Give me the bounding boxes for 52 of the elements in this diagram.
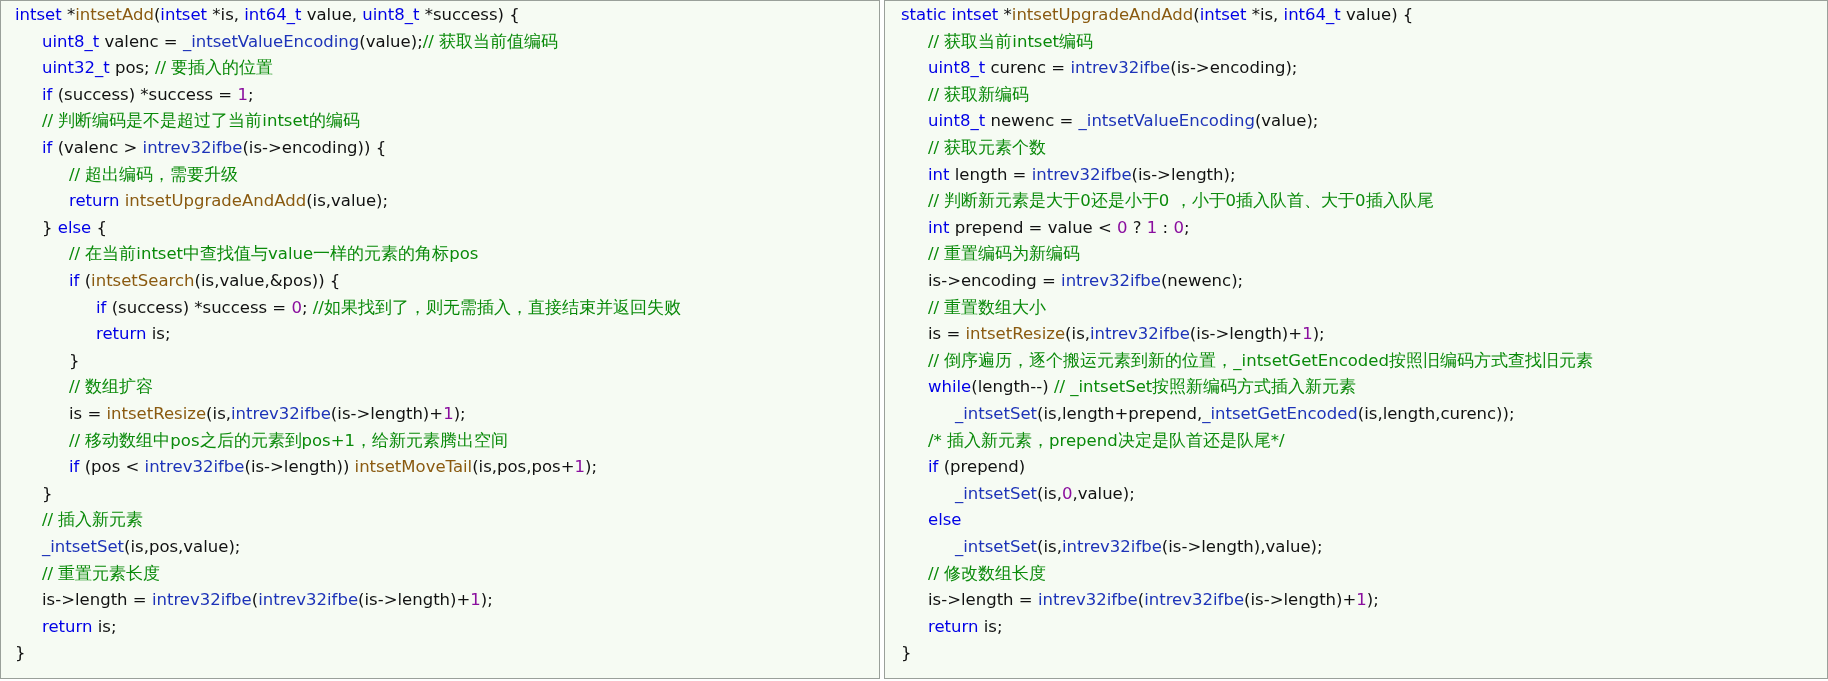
code-line: if (pos < intrev32ifbe(is->length)) intsetMoveTail(is,pos,pos+1); <box>69 456 597 479</box>
code-line: is->length = intrev32ifbe(intrev32ifbe(is->length)+1); <box>42 589 493 612</box>
code-line: } <box>15 642 26 665</box>
code-line: // 超出编码，需要升级 <box>69 163 239 186</box>
code-line: int length = intrev32ifbe(is->length); <box>928 163 1236 186</box>
code-line: // 修改数组长度 <box>928 562 1047 585</box>
code-line: } <box>901 642 912 665</box>
code-line: } <box>69 349 80 372</box>
code-panel <box>884 0 1828 679</box>
code-panel <box>0 0 880 679</box>
code-line: is = intsetResize(is,intrev32ifbe(is->length)+1); <box>928 323 1325 346</box>
code-line: _intsetSet(is,0,value); <box>955 482 1135 505</box>
code-line: int prepend = value < 0 ? 1 : 0; <box>928 216 1190 239</box>
code-line: static intset *intsetUpgradeAndAdd(intset *is, int64_t value) { <box>901 4 1414 26</box>
code-line: return intsetUpgradeAndAdd(is,value); <box>69 190 389 213</box>
code-line: // 获取新编码 <box>928 83 1030 106</box>
code-line: uint8_t newenc = _intsetValueEncoding(value); <box>928 110 1319 133</box>
code-line: return is; <box>928 615 1003 638</box>
code-line: else <box>928 509 962 532</box>
code-line: is->length = intrev32ifbe(intrev32ifbe(is->length)+1); <box>928 589 1379 612</box>
code-line: // 插入新元素 <box>42 509 144 532</box>
code-line: // 判断新元素是大于0还是小于0 ，小于0插入队首、大于0插入队尾 <box>928 190 1434 213</box>
code-line: // 数组扩容 <box>69 376 154 399</box>
code-line: uint8_t curenc = intrev32ifbe(is->encoding); <box>928 57 1298 80</box>
code-line: if (valenc > intrev32ifbe(is->encoding)) { <box>42 137 387 159</box>
code-line: } <box>42 482 53 505</box>
code-line: // 在当前intset中查找值与value一样的元素的角标pos <box>69 243 479 266</box>
code-line: return is; <box>42 615 117 638</box>
code-line: _intsetSet(is,length+prepend,_intsetGetEncoded(is,length,curenc)); <box>955 403 1515 425</box>
code-line: // 获取元素个数 <box>928 137 1047 159</box>
code-line: return is; <box>96 323 171 346</box>
code-line: _intsetSet(is,intrev32ifbe(is->length),value); <box>955 536 1323 558</box>
code-line: // 获取当前intset编码 <box>928 30 1094 53</box>
code-line: if (prepend) <box>928 456 1026 479</box>
code-line: is = intsetResize(is,intrev32ifbe(is->length)+1); <box>69 403 466 425</box>
code-line: uint32_t pos; // 要插入的位置 <box>42 57 274 80</box>
code-line: if (intsetSearch(is,value,&pos)) { <box>69 270 341 292</box>
code-line: if (success) *success = 1; <box>42 83 254 106</box>
code-line: intset *intsetAdd(intset *is, int64_t value, uint8_t *success) { <box>15 4 520 26</box>
code-line: // 倒序遍历，逐个搬运元素到新的位置，_intsetGetEncoded按照旧编码方式查找旧元素 <box>928 349 1593 372</box>
code-line: while(length--) // _intsetSet按照新编码方式插入新元素 <box>928 376 1357 399</box>
code-line: /* 插入新元素，prepend决定是队首还是队尾*/ <box>928 429 1285 452</box>
code-line: uint8_t valenc = _intsetValueEncoding(value);// 获取当前值编码 <box>42 30 559 53</box>
code-line: // 重置数组大小 <box>928 296 1047 319</box>
code-line: } else { <box>42 216 107 239</box>
code-line: // 移动数组中pos之后的元素到pos+1，给新元素腾出空间 <box>69 429 509 452</box>
code-line: // 判断编码是不是超过了当前intset的编码 <box>42 110 361 133</box>
code-line: is->encoding = intrev32ifbe(newenc); <box>928 270 1244 292</box>
code-line: // 重置编码为新编码 <box>928 243 1081 266</box>
code-line: _intsetSet(is,pos,value); <box>42 536 241 558</box>
code-line: if (success) *success = 0; //如果找到了，则无需插入，直接结束并返回失败 <box>96 296 681 319</box>
code-line: // 重置元素长度 <box>42 562 161 585</box>
